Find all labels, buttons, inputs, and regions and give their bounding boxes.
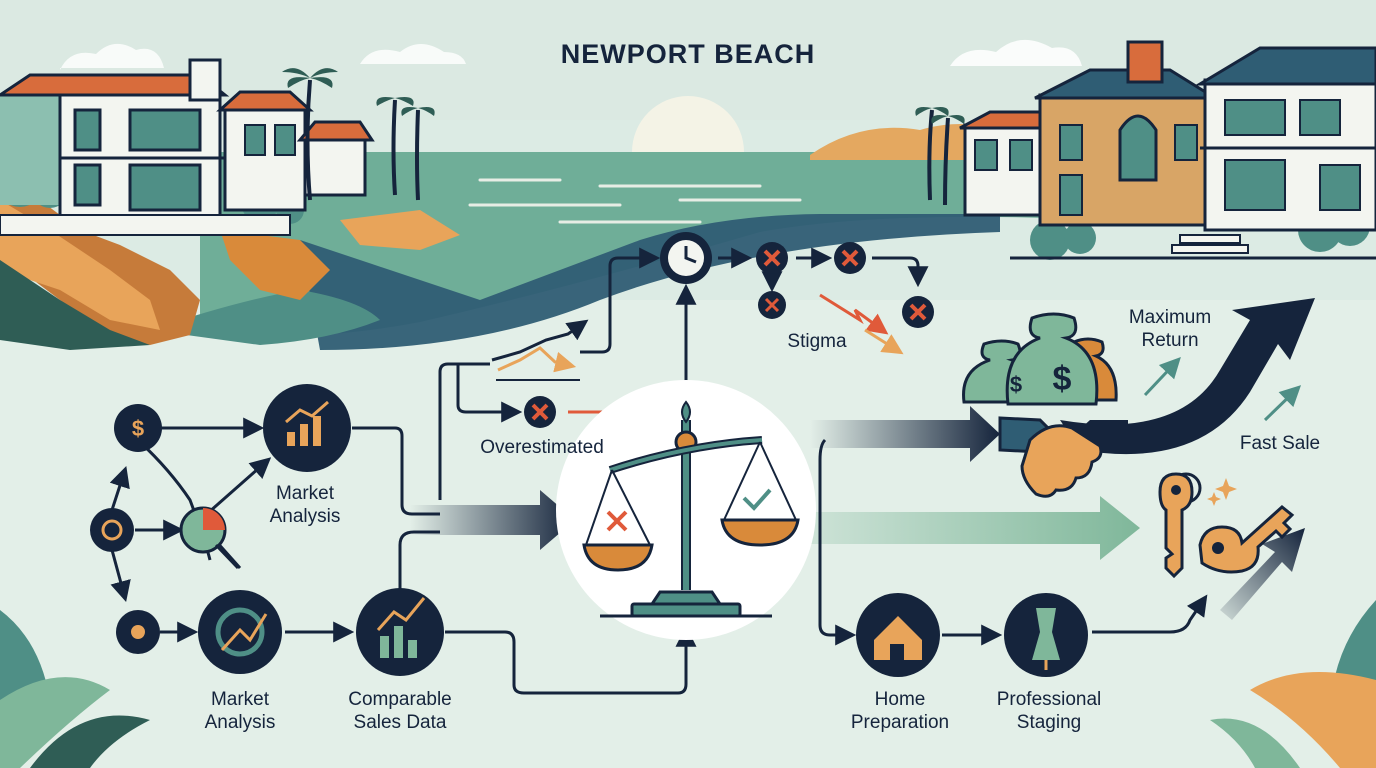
mannequin-icon xyxy=(1032,608,1060,660)
x-markers xyxy=(524,242,934,428)
dollar-icon: $ xyxy=(132,416,144,441)
svg-text:$: $ xyxy=(1053,360,1072,398)
label-professional-staging: Professional Staging xyxy=(976,688,1122,734)
label-market-analysis-bottom: Market Analysis xyxy=(185,688,295,734)
flow-arrow-to-scale xyxy=(410,490,575,550)
connectors-right xyxy=(818,438,1208,646)
label-comparable-sales: Comparable Sales Data xyxy=(330,688,470,734)
label-line: Market xyxy=(275,483,335,504)
node-market-analysis-bottom xyxy=(198,590,282,674)
svg-text:$: $ xyxy=(1010,372,1022,397)
node-analysis-small xyxy=(179,506,240,570)
label-line: Home xyxy=(874,689,926,710)
node-home xyxy=(856,593,940,677)
label-line: Analysis xyxy=(204,712,276,733)
node-market-analysis-top xyxy=(263,384,351,472)
maximum-return-arrow xyxy=(1060,298,1315,455)
flow-arrow-to-handshake xyxy=(810,406,1000,462)
label-line: Return xyxy=(1141,330,1199,351)
label-line: Preparation xyxy=(850,712,950,733)
coastal-scene xyxy=(0,0,1376,350)
label-home-preparation: Home Preparation xyxy=(830,688,970,734)
label-line: Sales Data xyxy=(353,712,447,733)
label-fast-sale: Fast Sale xyxy=(1239,433,1321,454)
label-line: Staging xyxy=(1016,712,1082,733)
handshake-icon xyxy=(998,416,1128,498)
node-gear xyxy=(90,508,134,552)
node-clock xyxy=(660,232,712,284)
label-line: Analysis xyxy=(269,506,341,527)
stigma-arrow-red xyxy=(819,293,889,335)
label-line: Professional xyxy=(996,689,1102,710)
palm-fronds xyxy=(282,68,965,124)
right-houses xyxy=(959,40,1376,260)
left-houses xyxy=(0,58,375,236)
label-market-analysis-top: Market Analysis xyxy=(250,482,360,528)
key-icon xyxy=(1158,472,1295,579)
cloud xyxy=(950,39,1082,66)
bar-chart-icon xyxy=(285,400,329,424)
palm-trees xyxy=(305,79,950,206)
node-dots xyxy=(116,610,160,654)
label-stigma: Stigma xyxy=(787,331,847,352)
balance-scale-icon xyxy=(556,380,816,640)
node-dollar: $ xyxy=(114,404,162,452)
label-line: Comparable xyxy=(348,689,452,710)
label-line: Market xyxy=(210,689,270,710)
connectors-left xyxy=(109,247,929,695)
cloud xyxy=(60,43,164,70)
node-staging xyxy=(1004,593,1088,677)
flow-arrow-to-keys xyxy=(800,496,1140,560)
label-line: Maximum xyxy=(1128,307,1212,328)
fast-sale-arrow xyxy=(1220,528,1305,620)
page-title: NEWPORT BEACH xyxy=(560,39,816,69)
house-icon xyxy=(874,616,922,660)
foliage xyxy=(0,600,1376,768)
cloud xyxy=(360,44,466,64)
label-maximum-return: Maximum Return xyxy=(1110,306,1230,352)
money-bag-icon: $ $ xyxy=(962,312,1118,406)
gear-icon xyxy=(101,519,123,541)
stigma-arrow-orange xyxy=(864,328,904,355)
label-overestimated: Overestimated xyxy=(480,437,604,458)
node-comparable-sales xyxy=(356,588,444,676)
